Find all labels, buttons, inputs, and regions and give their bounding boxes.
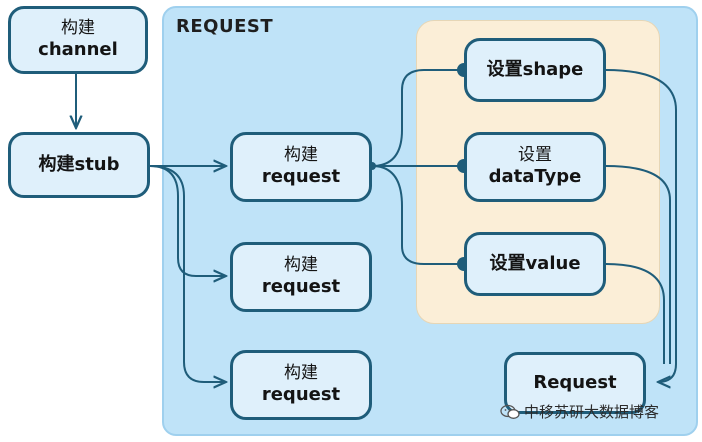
node-build-request-2-line2: request: [261, 276, 341, 298]
node-set-value: 设置value: [464, 232, 606, 296]
node-build-channel: 构建 channel: [8, 6, 148, 74]
edge-request-to-shape: [371, 69, 464, 167]
node-build-channel-line1: 构建: [61, 18, 95, 39]
node-build-stub: 构建stub: [8, 132, 150, 198]
watermark-text: 中移苏研大数据博客: [524, 403, 660, 421]
edge-request-to-value: [371, 165, 464, 265]
node-build-channel-line2: channel: [38, 39, 118, 61]
request-group-title: REQUEST: [176, 16, 274, 37]
wechat-icon: [500, 404, 520, 419]
edge-value-to-result: [605, 263, 665, 364]
node-build-request-3-line2: request: [261, 384, 341, 406]
node-build-request-3: 构建 request: [230, 350, 372, 420]
node-set-datatype: 设置 dataType: [464, 132, 606, 202]
node-request-result: Request: [504, 352, 646, 414]
node-set-datatype-line1: 设置: [518, 145, 552, 166]
node-build-request-1: 构建 request: [230, 132, 372, 202]
node-set-value-label: 设置value: [489, 252, 581, 274]
node-build-stub-label: 构建stub: [38, 153, 120, 175]
node-set-shape: 设置shape: [464, 38, 606, 102]
edge-shape-to-result: [605, 69, 677, 382]
edge-stub-to-request-3: [149, 165, 226, 382]
watermark: 中移苏研大数据博客: [500, 401, 659, 422]
node-set-datatype-line2: dataType: [488, 166, 582, 188]
node-build-request-2: 构建 request: [230, 242, 372, 312]
edge-datatype-to-result: [605, 165, 671, 364]
node-build-request-1-line1: 构建: [284, 145, 318, 166]
edge-stub-to-request-2: [149, 165, 226, 276]
node-build-request-1-line2: request: [261, 166, 341, 188]
node-set-shape-label: 设置shape: [486, 58, 584, 80]
node-request-result-label: Request: [533, 371, 617, 393]
node-build-request-3-line1: 构建: [284, 363, 318, 384]
node-build-request-2-line1: 构建: [284, 255, 318, 276]
